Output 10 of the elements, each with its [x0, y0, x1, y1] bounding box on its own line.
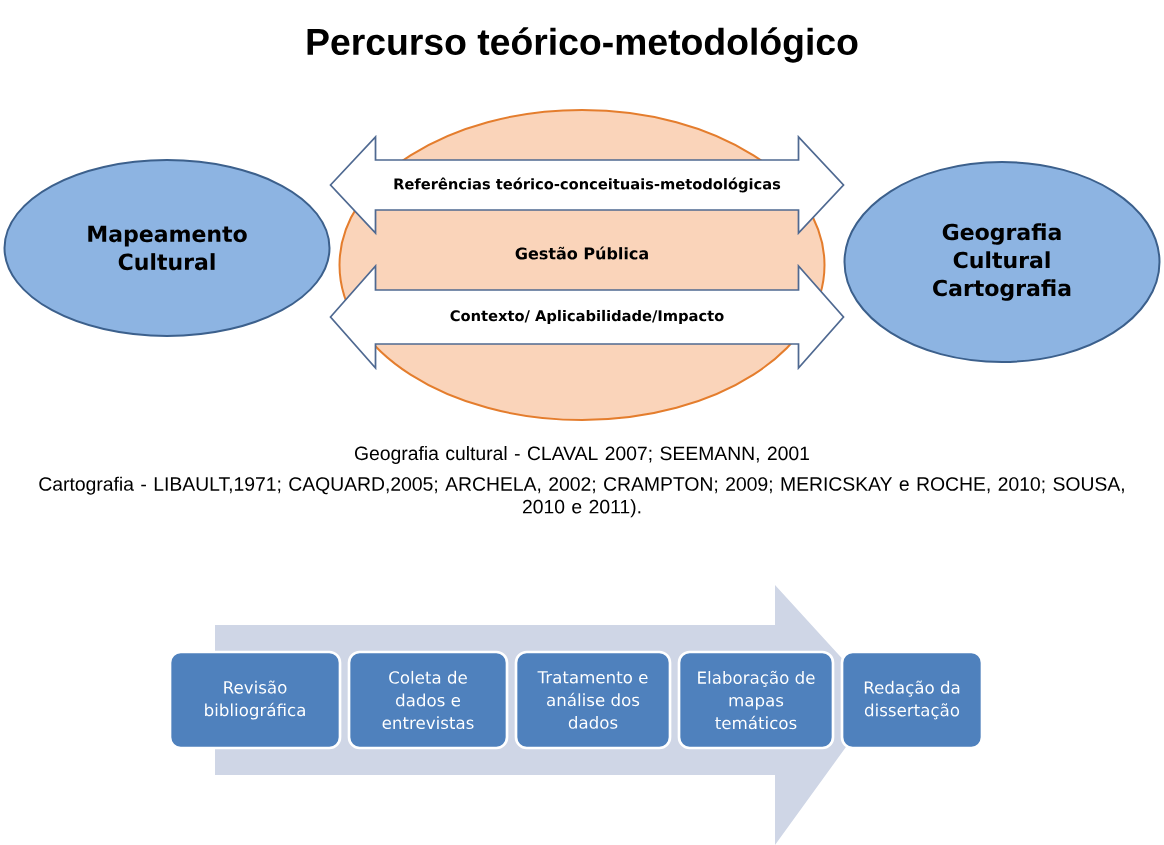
reference-text: Cartografia - LIBAULT,1971; CAQUARD,2005; ARCHELA, 2002; CRAMPTON; 2009; MERICSKAY e ROCHE, 2010; SOUSA, 2010 e 2011). — [39, 476, 1124, 518]
title: Percurso teórico-metodológico — [307, 27, 858, 63]
step-box: Revisão bibliográfica — [168, 650, 342, 750]
step-box: Tratamento e análise dos dados — [514, 650, 672, 750]
reference-text: Geografia cultural - CLAVAL 2007; SEEMANN, 2001 — [355, 446, 809, 464]
step-box: Redação da dissertação — [840, 650, 984, 750]
node-label: Gestão Pública — [515, 246, 648, 260]
step-box: Elaboração de mapas temáticos — [677, 650, 835, 750]
edge-label: Referências teórico-conceituais-metodológicas — [391, 176, 783, 194]
step-box: Coleta de dados e entrevistas — [347, 650, 509, 750]
